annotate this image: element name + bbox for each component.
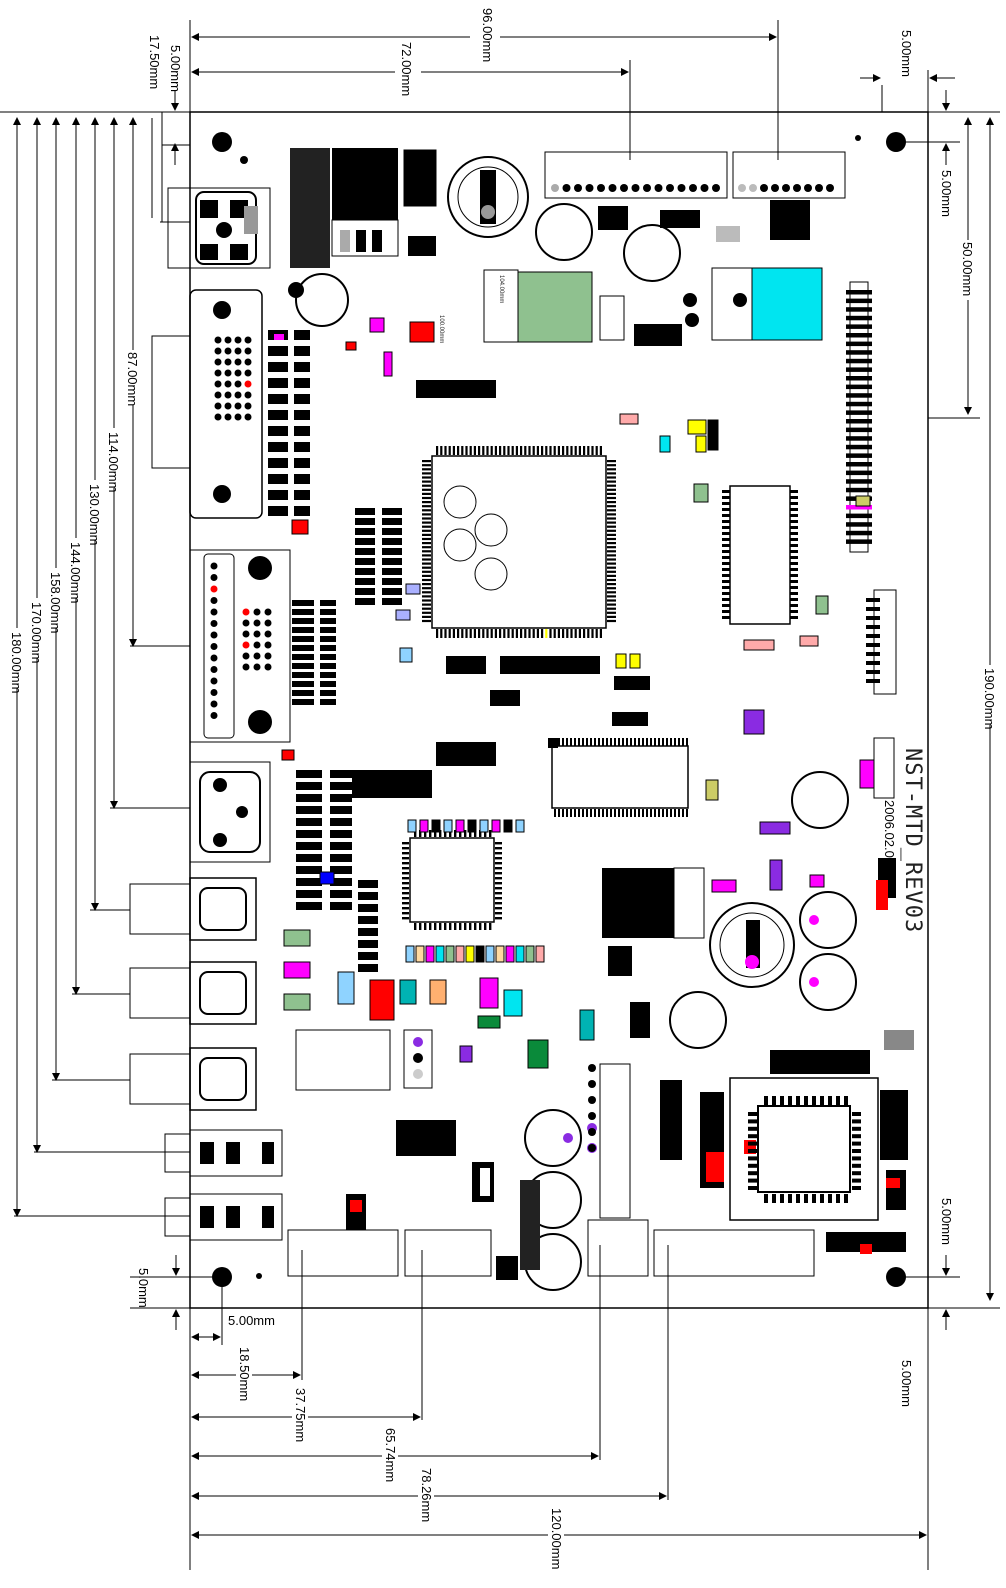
dim-180: 180.00mm [9, 632, 24, 693]
dim-158: 158.00mm [48, 572, 63, 633]
dim-170: 170.00mm [29, 602, 44, 663]
dim-65-74: 65.74mm [383, 1428, 398, 1482]
header-top-1 [544, 151, 728, 199]
switch-1 [129, 877, 257, 941]
crystal-block [295, 1029, 391, 1091]
dim-right-edge-5: 5.00mm [899, 30, 914, 77]
dim-37-75: 37.75mm [293, 1388, 308, 1442]
board-name: NST-MTD_REV03 [900, 748, 925, 933]
cyan-pad [751, 267, 823, 341]
board-date: 2006.02.01 [882, 800, 897, 865]
dim-right-top-5: 5.00mm [939, 170, 954, 217]
dim-78-26: 78.26mm [419, 1468, 434, 1522]
qfp-chip-2 [402, 830, 502, 930]
dim-87: 87.00mm [125, 352, 140, 406]
tsop-chip [551, 738, 689, 817]
header-bottom-4 [653, 1229, 815, 1277]
inner-label-104: 104.00mm [498, 275, 504, 303]
dim-50: 50.00mm [960, 242, 975, 296]
audio-jack [189, 761, 271, 863]
dim-96: 96.00mm [480, 8, 495, 62]
dsub-connector [189, 549, 291, 743]
dim-17-5: 17.50mm [147, 35, 162, 89]
plcc-chip [729, 1077, 879, 1221]
power-chip [602, 868, 674, 938]
mount-hole-tl [212, 132, 232, 152]
dim-right-bottom-5: 5.00mm [939, 1198, 954, 1245]
mount-hole-br [886, 1267, 906, 1287]
dim-114: 114.00mm [106, 432, 121, 492]
dim-190: 190.00mm [982, 668, 997, 729]
dim-hole-x-5: 5.00mm [228, 1313, 275, 1328]
dip-chip [599, 1063, 631, 1219]
header-bottom-2 [404, 1229, 492, 1277]
dim-72: 72.00mm [399, 42, 414, 96]
dim-bottom-left-5: 5.0mm [136, 1268, 151, 1308]
dim-bottom-right-5: 5.00mm [899, 1360, 914, 1407]
power-jack [167, 187, 271, 269]
green-pad [517, 271, 593, 343]
ribbon-connector [846, 281, 872, 553]
main-qfp-chip [422, 446, 616, 638]
header-bottom-3 [587, 1219, 649, 1277]
dim-120: 120.00mm [549, 1508, 564, 1569]
dim-18-5: 18.50mm [237, 1347, 252, 1401]
jack-a [164, 1129, 283, 1177]
jack-b [164, 1193, 283, 1241]
soic-chip [722, 485, 798, 625]
dim-130: 130.00mm [87, 484, 102, 545]
inner-label-100: 100.00mm [438, 315, 444, 343]
switch-2 [129, 961, 257, 1025]
vga-connector [151, 289, 263, 519]
dim-144: 144.00mm [68, 542, 83, 603]
switch-3 [129, 1047, 257, 1111]
mount-hole-bl [212, 1267, 232, 1287]
mount-hole-tr [886, 132, 906, 152]
header-bottom-1 [287, 1229, 399, 1277]
header-top-2 [732, 151, 846, 199]
dim-left-hole-5: 5.00mm [168, 45, 183, 92]
